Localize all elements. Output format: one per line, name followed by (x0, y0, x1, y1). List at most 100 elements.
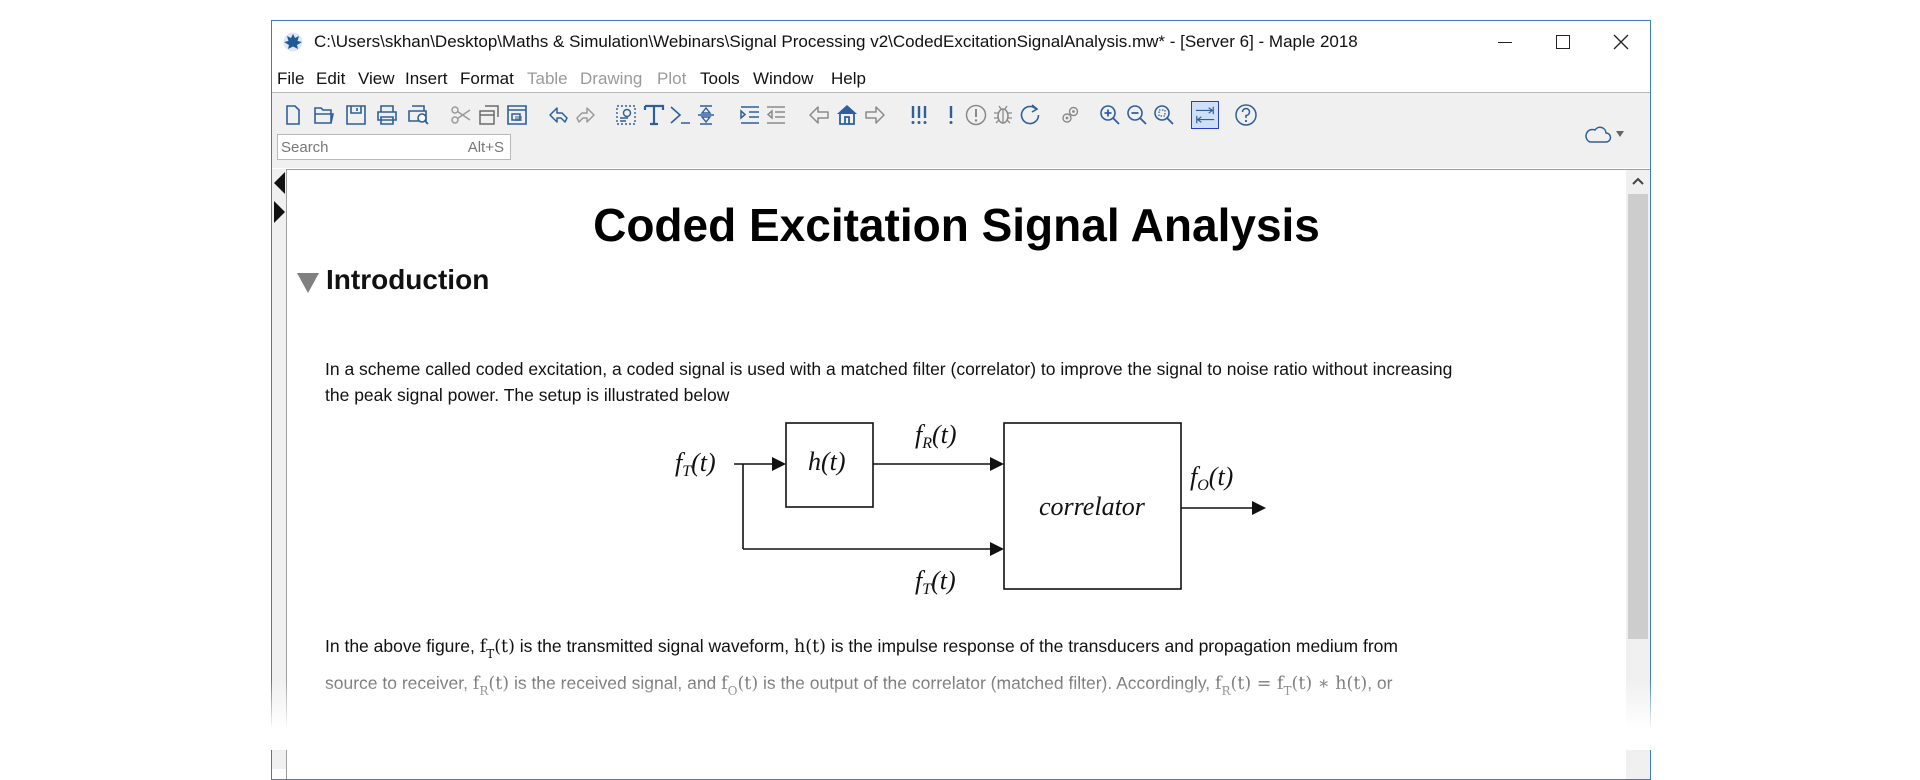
menu-window[interactable]: Window (753, 69, 814, 88)
minimize-icon (1498, 41, 1512, 43)
maximize-button[interactable] (1534, 21, 1592, 63)
section-collapse-icon[interactable] (297, 273, 319, 293)
open-icon (314, 107, 334, 124)
print-preview-icon (408, 105, 429, 125)
outdent-button[interactable] (764, 103, 788, 127)
menu-table: Table (527, 69, 568, 88)
math-fO[interactable]: fO(t) (721, 674, 759, 698)
expand-right-icon[interactable] (274, 201, 285, 223)
description-line1: In the above figure, fT(t) is the transm… (325, 636, 1398, 661)
copy-button[interactable] (477, 103, 501, 127)
print-icon (377, 105, 397, 125)
output-signal-label: fO(t) (1190, 462, 1234, 494)
title-bar[interactable]: C:\Users\skhan\Desktop\Maths & Simulatio… (272, 21, 1650, 63)
toggle-width-button[interactable] (1191, 101, 1219, 129)
math-fR[interactable]: fR(t) (472, 674, 510, 698)
document-gutter (272, 169, 286, 769)
maximize-icon (1556, 35, 1570, 49)
zoom-in-button[interactable] (1098, 103, 1122, 127)
maple-window: C:\Users\skhan\Desktop\Maths & Simulatio… (271, 20, 1651, 780)
intro-paragraph-line2: the peak signal power. The setup is illu… (325, 385, 730, 405)
undo-button[interactable] (547, 103, 571, 127)
insert-math-button[interactable] (614, 103, 638, 127)
menu-drawing: Drawing (580, 69, 643, 88)
toggle-width-icon (1195, 106, 1215, 124)
outdent-icon (766, 106, 785, 124)
forward-button[interactable] (863, 103, 887, 127)
math-fT[interactable]: fT(t) (479, 637, 515, 661)
cloud-menu-button[interactable] (1584, 121, 1628, 147)
collapse-left-icon[interactable] (274, 172, 285, 194)
insert-text-icon (643, 104, 665, 126)
scroll-up-button[interactable] (1626, 170, 1650, 192)
insert-text-button[interactable] (642, 103, 666, 127)
execution-group-button[interactable] (668, 103, 692, 127)
minimize-button[interactable] (1476, 21, 1534, 63)
search-placeholder: Search (281, 139, 329, 156)
math-convolution-equation[interactable]: fR(t) = fT(t) ∗ h(t) (1215, 674, 1368, 698)
restart-button[interactable] (1018, 103, 1042, 127)
description-line2: source to receiver, fR(t) is the receive… (325, 673, 1393, 698)
menu-help[interactable]: Help (831, 69, 866, 88)
back-icon (809, 106, 829, 124)
zoom-out-icon (1127, 105, 1147, 125)
paste-icon (507, 105, 527, 125)
scrollbar-thumb[interactable] (1628, 194, 1648, 639)
execute-all-button[interactable] (907, 103, 931, 127)
redo-icon (576, 107, 595, 123)
link-icon (1062, 106, 1079, 123)
zoom-reset-icon (1154, 105, 1174, 125)
collapse-section-icon (698, 105, 714, 125)
worksheet[interactable]: Coded Excitation Signal Analysis Introdu… (286, 169, 1650, 779)
search-input[interactable]: Search Alt+S (277, 134, 511, 160)
close-button[interactable] (1592, 21, 1650, 63)
save-button[interactable] (344, 103, 368, 127)
insert-math-icon (616, 105, 636, 125)
toolbar: Search Alt+S (272, 93, 1650, 168)
menu-insert[interactable]: Insert (405, 69, 448, 88)
paste-button[interactable] (505, 103, 529, 127)
new-document-icon (286, 105, 300, 125)
home-button[interactable] (835, 103, 859, 127)
interrupt-icon (965, 104, 987, 126)
chevron-down-icon (1616, 131, 1624, 137)
menu-edit[interactable]: Edit (316, 69, 346, 88)
collapse-section-button[interactable] (694, 103, 718, 127)
menu-tools[interactable]: Tools (700, 69, 740, 88)
save-icon (346, 105, 366, 125)
print-button[interactable] (375, 103, 399, 127)
search-shortcut: Alt+S (467, 139, 504, 156)
correlator-block-label: correlator (1039, 492, 1145, 521)
cut-icon (451, 106, 471, 124)
vertical-scrollbar[interactable] (1626, 170, 1650, 779)
print-preview-button[interactable] (406, 103, 430, 127)
help-icon (1235, 104, 1257, 126)
execute-button[interactable] (939, 103, 963, 127)
home-icon (837, 105, 857, 125)
math-h[interactable]: h(t) (794, 637, 826, 657)
new-document-button[interactable] (281, 103, 305, 127)
menu-view[interactable]: View (358, 69, 395, 88)
execute-icon (949, 106, 953, 124)
indent-button[interactable] (738, 103, 762, 127)
interrupt-button[interactable] (964, 103, 988, 127)
zoom-out-button[interactable] (1125, 103, 1149, 127)
link-button[interactable] (1058, 103, 1082, 127)
open-button[interactable] (312, 103, 336, 127)
zoom-reset-button[interactable] (1152, 103, 1176, 127)
debug-icon (994, 105, 1012, 124)
close-icon (1613, 34, 1629, 50)
back-button[interactable] (807, 103, 831, 127)
menu-format[interactable]: Format (460, 69, 514, 88)
undo-icon (549, 107, 568, 123)
maple-leaf-icon (283, 32, 303, 52)
cloud-icon (1585, 126, 1612, 143)
indent-icon (740, 106, 759, 124)
h-block-label: h(t) (808, 447, 846, 476)
menu-plot: Plot (657, 69, 687, 88)
intro-paragraph-line1: In a scheme called coded excitation, a c… (325, 359, 1453, 379)
help-button[interactable] (1234, 103, 1258, 127)
restart-icon (1020, 104, 1040, 125)
debug-button[interactable] (991, 103, 1015, 127)
menu-file[interactable]: File (277, 69, 305, 88)
